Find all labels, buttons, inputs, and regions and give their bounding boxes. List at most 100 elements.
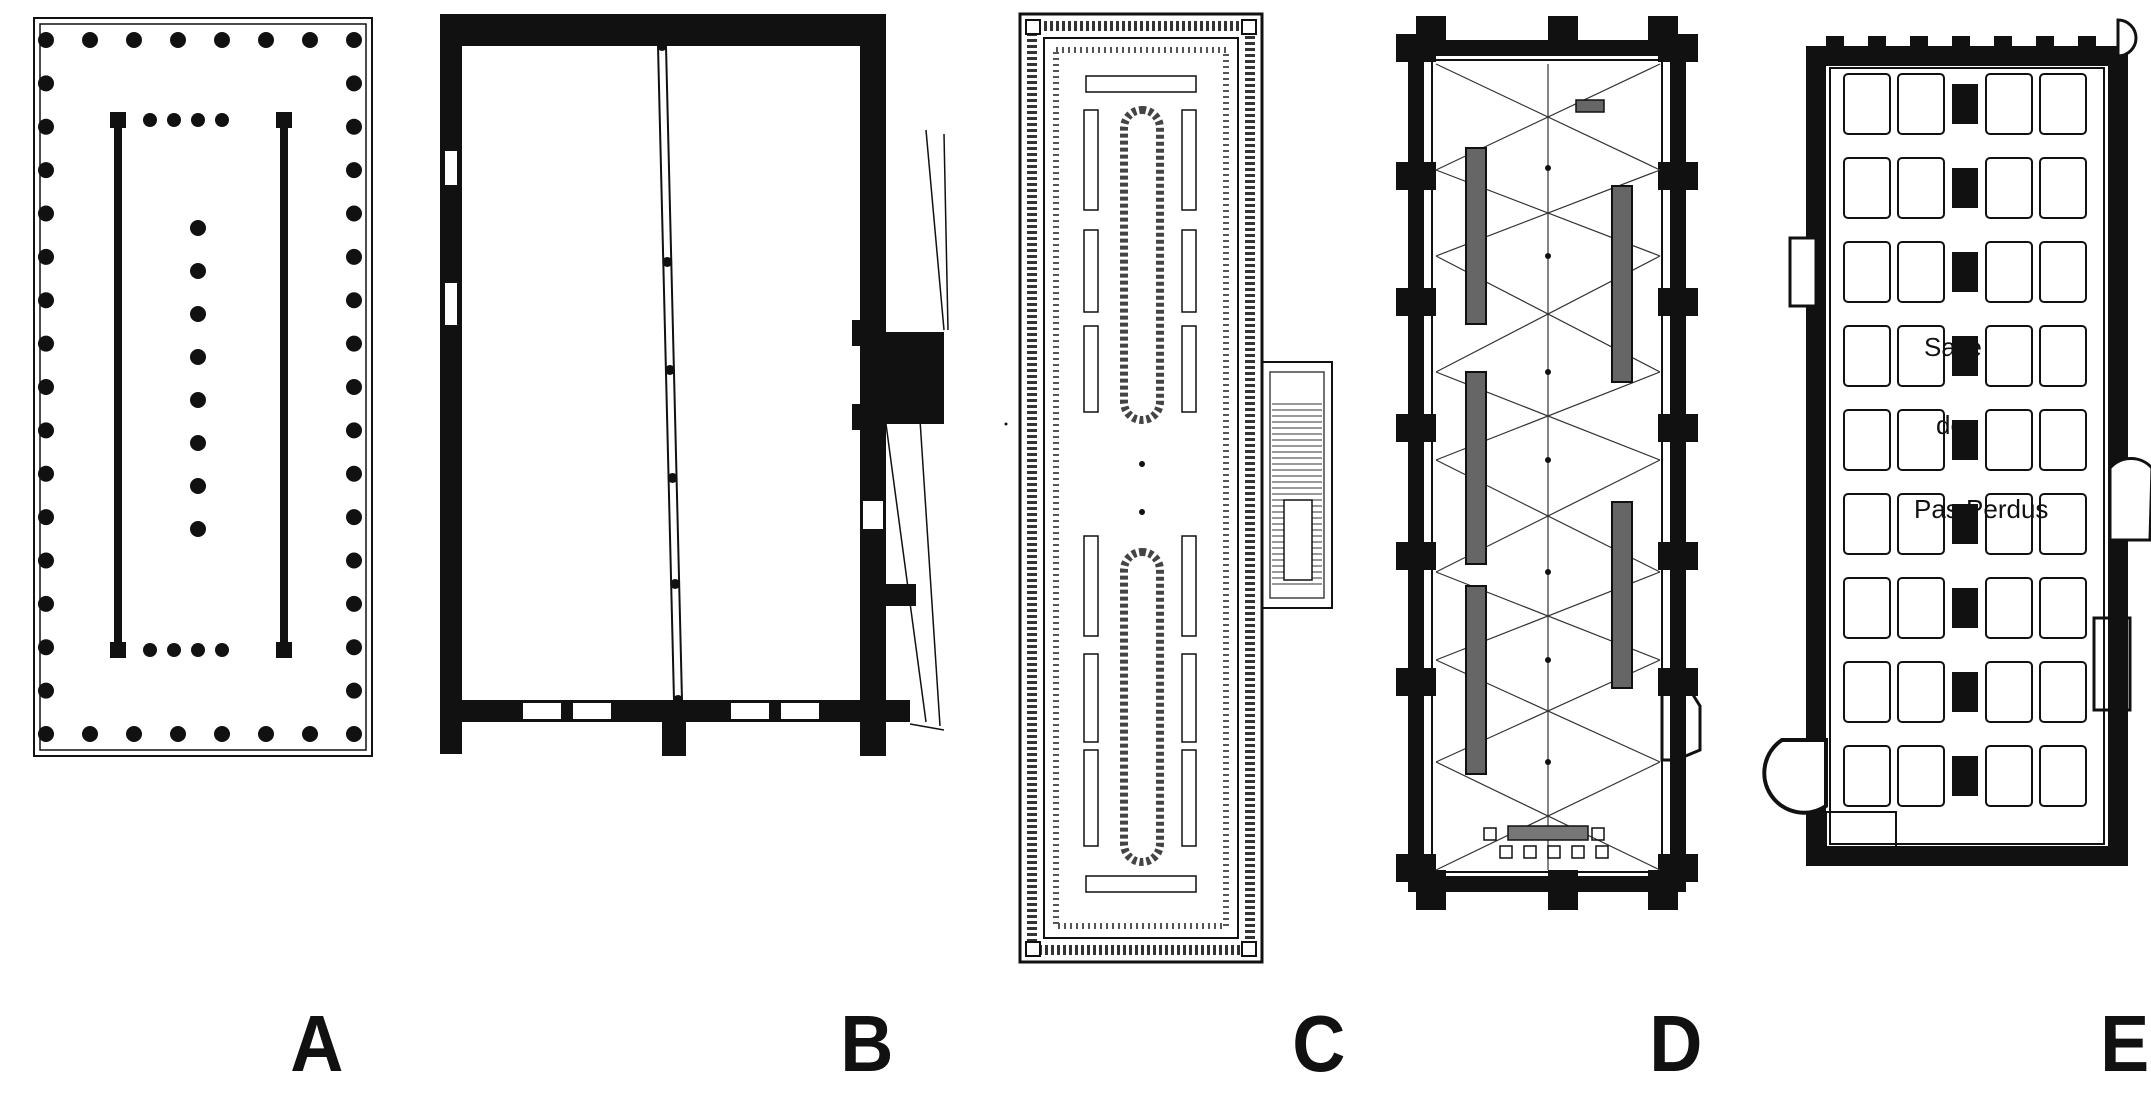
buttress [1396, 542, 1436, 570]
plan-e-room-label-line-3: Pas Perdus [1914, 494, 2048, 524]
column [346, 682, 362, 699]
panel-label-a: A [290, 999, 344, 1088]
column [346, 379, 362, 395]
plan-a-outer-border [33, 17, 373, 757]
plan-d-side-porch [1660, 688, 1702, 762]
vault-bay [2039, 745, 2087, 807]
vault-bay [1843, 661, 1891, 723]
plan-b-pier-1 [662, 700, 686, 756]
box [1523, 845, 1537, 859]
plan-e-bottom-left-tower [1762, 738, 1828, 815]
plan-c-stair-core [1283, 499, 1313, 581]
pier [1952, 756, 1978, 796]
pier [1952, 84, 1978, 124]
post [670, 579, 681, 589]
column [302, 32, 318, 48]
plan-a-anta-br [276, 642, 292, 658]
buttress [1548, 870, 1578, 910]
plan-d-bench-left-1 [1465, 147, 1487, 325]
plan-b-annex-pier [852, 320, 872, 346]
keystone [1545, 759, 1551, 765]
vault-bay [1843, 577, 1891, 639]
column [170, 32, 186, 48]
plan-a-inner-border [39, 23, 367, 751]
vault-bay [2039, 661, 2087, 723]
plan-b-wall-left [440, 14, 462, 754]
plan-c-stray-dot [1004, 422, 1008, 426]
column [38, 292, 54, 309]
column [346, 726, 362, 742]
plan-d-bench-left-3 [1465, 585, 1487, 775]
box [1483, 827, 1497, 841]
column [215, 113, 229, 127]
vault-bay [1843, 409, 1891, 471]
plan-c-pattern-upper [1120, 106, 1164, 424]
buttress [1910, 36, 1928, 66]
column [38, 726, 54, 742]
plan-d-bench-left-2 [1465, 371, 1487, 565]
column [346, 292, 362, 309]
column [346, 118, 362, 135]
column [302, 726, 318, 742]
plan-e-right-annex [2092, 616, 2132, 712]
column [190, 306, 206, 322]
plan-c-corner-tl [1025, 19, 1041, 35]
column [38, 379, 54, 395]
plan-e: Salle des Pas Perdus [1762, 18, 2151, 866]
plan-d-bottom-bench [1507, 825, 1589, 841]
pier [1952, 504, 1978, 544]
buttress [1952, 36, 1970, 66]
box [1595, 845, 1609, 859]
buttress [1658, 414, 1698, 442]
column [38, 509, 54, 526]
plan-b-annex-block [870, 332, 944, 424]
column [143, 643, 157, 657]
buttress [1416, 16, 1446, 56]
bench [1181, 325, 1197, 413]
column [82, 32, 98, 48]
vault-bay [1897, 73, 1945, 135]
column [346, 248, 362, 265]
column [38, 32, 54, 48]
panel-label-e: E [2100, 999, 2150, 1088]
pier [1952, 420, 1978, 460]
column [143, 113, 157, 127]
vault-bay [1843, 241, 1891, 303]
plan-c-inner-border [1043, 37, 1239, 939]
plan-e-central-piers [1952, 84, 1978, 796]
bench [1083, 749, 1099, 847]
bench [1083, 653, 1099, 743]
column [258, 32, 274, 48]
column [215, 643, 229, 657]
column [190, 435, 206, 451]
vault-bay [2039, 493, 2087, 555]
plan-b [440, 14, 949, 756]
vault-bay [1897, 409, 1945, 471]
buttress [2078, 36, 2096, 66]
vault-bay [1897, 241, 1945, 303]
plan-e-room-label-line-2: des [1936, 410, 1978, 440]
plan-e-side-buttress [1788, 236, 1818, 308]
vault-bay [2039, 241, 2087, 303]
plan-b-arcade-posts [657, 41, 683, 705]
column [214, 32, 230, 48]
plan-a-cella-wall-left [114, 112, 122, 656]
vault-bay [1985, 493, 2033, 555]
keystone [1545, 165, 1551, 171]
plan-a-anta-bl [110, 642, 126, 658]
buttress [1648, 870, 1678, 910]
column [190, 263, 206, 279]
plan-d-vault-keystones [1545, 165, 1551, 765]
plan-c-bottom-bench [1085, 875, 1197, 893]
plan-d-inner-line [1431, 59, 1663, 873]
column [38, 75, 54, 92]
plan-e-top-buttresses [1826, 36, 2096, 66]
vault-bay [1985, 745, 2033, 807]
plan-d-altar [1575, 99, 1605, 113]
plan-d-bench-right-2 [1611, 501, 1633, 689]
panel-label-d: D [1649, 999, 1703, 1088]
column [214, 726, 230, 742]
vault-bay [1985, 577, 2033, 639]
plan-c-stair-annex [1261, 361, 1333, 609]
buttress [1658, 162, 1698, 190]
